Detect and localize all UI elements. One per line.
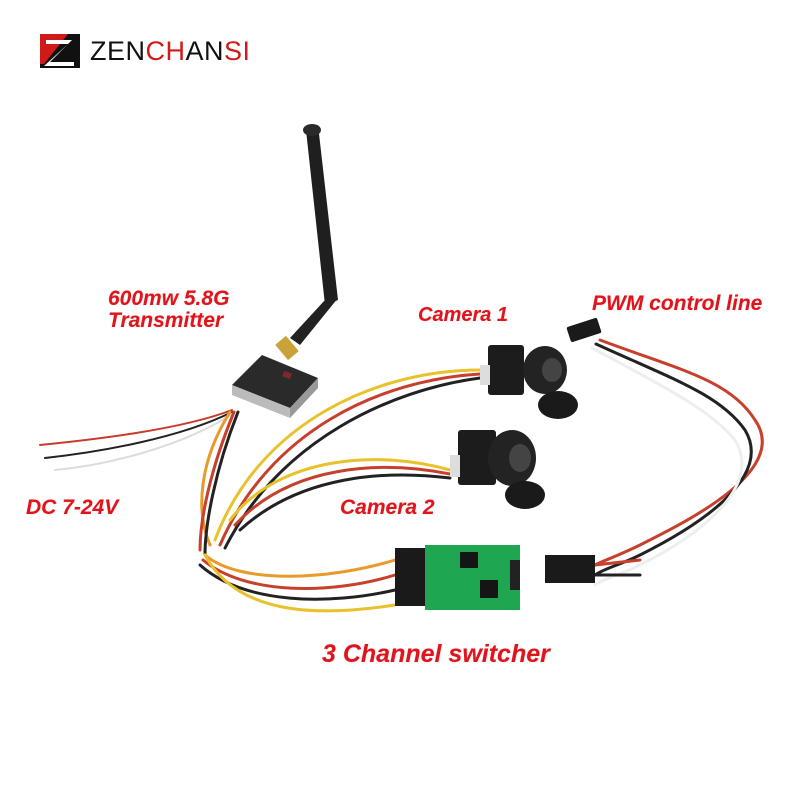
transmitter [232,355,318,418]
brand-part: ZEN [90,35,146,66]
brand-part: AN [185,35,225,66]
transmitter-label-line2: Transmitter [108,309,224,333]
brand-part: SI [224,35,251,66]
channel-switcher-board [395,545,595,610]
brand-part: CH [145,35,186,66]
brand-name: ZENCHANSI [90,36,251,67]
z-logo-icon [40,34,80,68]
camera1-label: Camera 1 [418,304,509,326]
pwm-connector [566,317,602,343]
transmitter-label-line1: 600mw 5.8G [108,287,230,310]
antenna [275,124,338,361]
dc-label: DC 7-24V [26,496,119,519]
transmitter-label: 600mw 5.8G Transmitter [108,287,230,333]
camera-2 [450,430,545,509]
camera-1 [480,345,578,419]
switcher-label: 3 Channel switcher [322,640,550,668]
pwm-label: PWM control line [592,292,763,315]
brand-logo: ZENCHANSI [40,34,251,68]
camera2-label: Camera 2 [340,496,435,519]
